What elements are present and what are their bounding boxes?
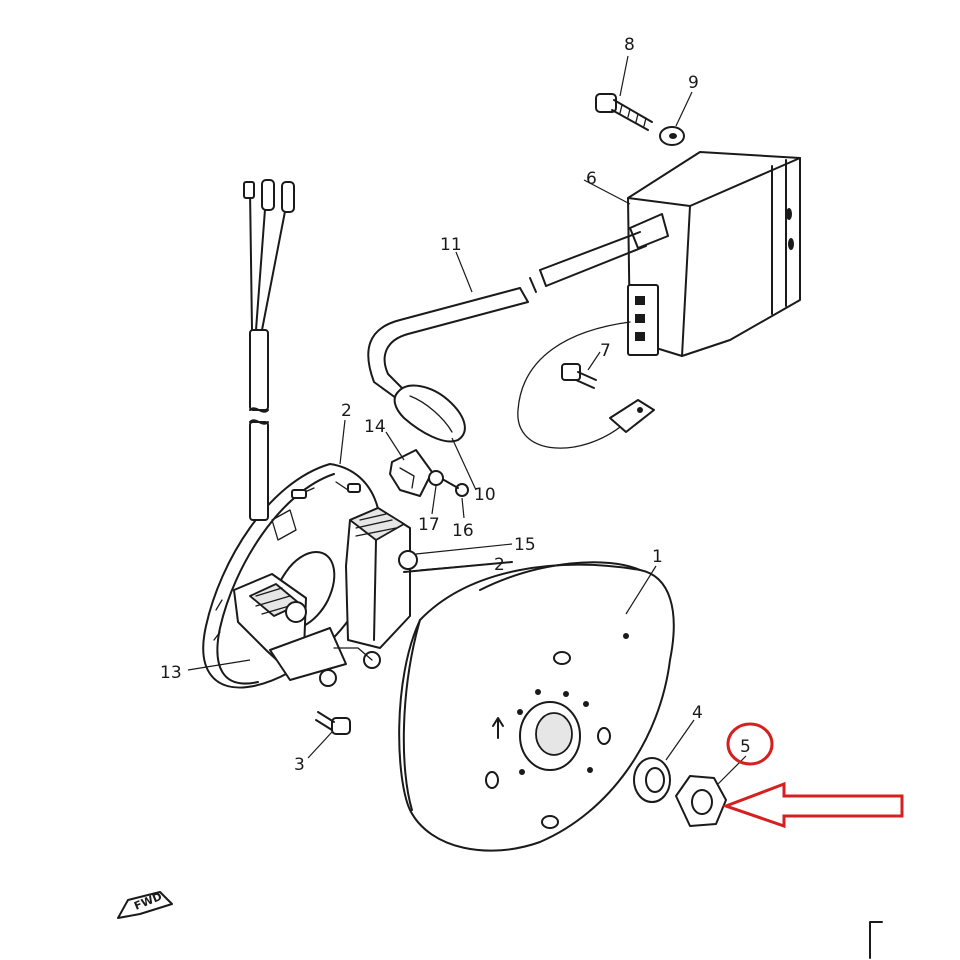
callout-11: 11 (440, 235, 462, 255)
callout-17: 17 (418, 515, 440, 535)
highlight-marker (721, 722, 904, 829)
flywheel-rotor (398, 561, 675, 852)
screw (315, 711, 351, 735)
callout-5: 5 (740, 737, 751, 757)
frame-corner (869, 921, 883, 959)
callout-2-coil: 2 (494, 555, 505, 575)
highlight-arrow-icon (721, 781, 904, 829)
callout-10: 10 (474, 485, 496, 505)
highlight-circle (726, 722, 774, 766)
washer (633, 757, 671, 803)
callout-3: 3 (294, 755, 305, 775)
callout-4: 4 (692, 703, 703, 723)
callout-9: 9 (688, 73, 699, 93)
callout-2: 2 (341, 401, 352, 421)
nut (675, 775, 727, 827)
wiring-harness (243, 179, 295, 521)
callout-8: 8 (624, 35, 635, 55)
callout-15: 15 (514, 535, 536, 555)
high-tension-cable (367, 231, 647, 443)
fwd-arrow-icon: FWD (117, 890, 173, 919)
callout-13: 13 (160, 663, 182, 683)
ground-lead (517, 321, 655, 449)
callout-16: 16 (452, 521, 474, 541)
callout-7: 7 (600, 341, 611, 361)
callout-1: 1 (652, 547, 663, 567)
callout-6: 6 (586, 169, 597, 189)
callout-labels: 1 2 2 3 4 5 6 7 8 9 10 11 13 14 15 16 17 (160, 35, 751, 785)
bolt (595, 93, 653, 131)
washer (659, 126, 685, 146)
pickup-coil (389, 449, 469, 497)
cdi-unit (627, 151, 801, 357)
callout-14: 14 (364, 417, 386, 437)
lighting-coil (233, 573, 381, 687)
